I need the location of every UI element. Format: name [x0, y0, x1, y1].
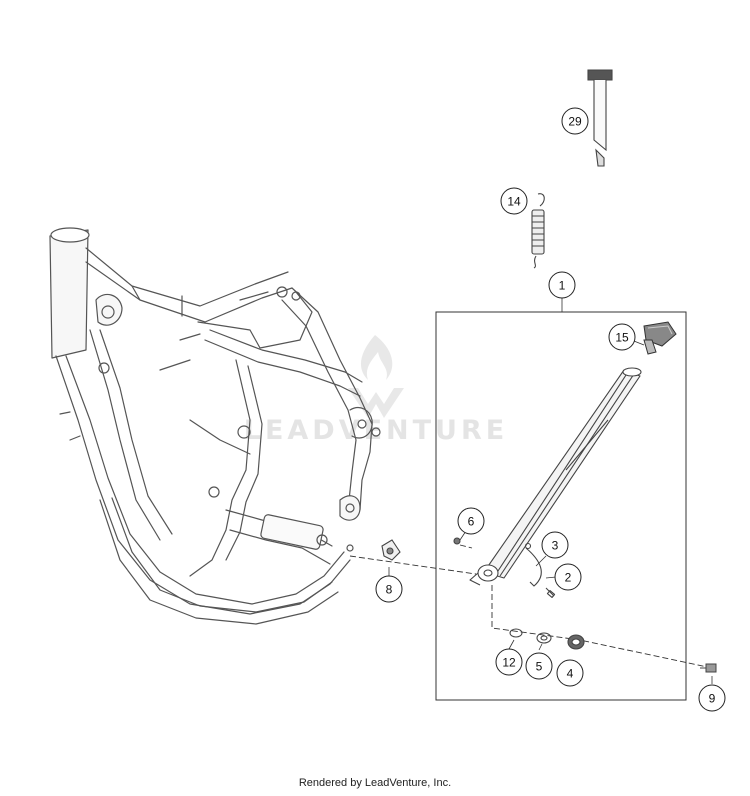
callout-12: 12: [495, 648, 523, 676]
watermark-text: LEADVENTURE: [244, 415, 508, 446]
spring-illustration: [531, 193, 545, 269]
callout-29: 29: [561, 107, 589, 135]
callout-9: 9: [698, 684, 726, 712]
svg-text:3: 3: [552, 539, 559, 553]
svg-text:9: 9: [709, 692, 716, 706]
callout-2: 2: [554, 563, 582, 591]
tool-illustration: [587, 69, 613, 167]
svg-text:12: 12: [502, 656, 516, 670]
watermark: LEADVENTURE: [244, 335, 508, 446]
callout-15: 15: [608, 323, 636, 351]
svg-text:29: 29: [568, 115, 582, 129]
watermark-v-icon: [348, 388, 404, 418]
footer-credit: Rendered by LeadVenture, Inc.: [298, 777, 452, 789]
washer-stack-illustration: [509, 628, 585, 650]
foot-pad-illustration: [643, 321, 677, 355]
svg-text:4: 4: [567, 667, 574, 681]
frame-illustration: [49, 227, 381, 625]
side-stand-illustration: [453, 367, 642, 599]
part-group-box: [435, 311, 687, 701]
watermark-flame-icon: [360, 335, 393, 380]
bolt-illustration: [700, 663, 717, 673]
bracket-illustration: [381, 539, 401, 561]
svg-text:1: 1: [559, 279, 566, 293]
svg-text:8: 8: [386, 583, 393, 597]
callout-14: 14: [500, 187, 528, 215]
callout-3: 3: [541, 531, 569, 559]
svg-text:2: 2: [565, 571, 572, 585]
callout-5: 5: [525, 652, 553, 680]
svg-text:14: 14: [507, 195, 521, 209]
leader-lines: [349, 544, 713, 669]
svg-text:6: 6: [468, 515, 475, 529]
callout-1: 1: [548, 271, 576, 299]
svg-text:15: 15: [615, 331, 629, 345]
callout-6: 6: [457, 507, 485, 535]
callout-4: 4: [556, 659, 584, 687]
callout-leaders: [388, 297, 713, 684]
callout-8: 8: [375, 575, 403, 603]
svg-text:5: 5: [536, 660, 543, 674]
